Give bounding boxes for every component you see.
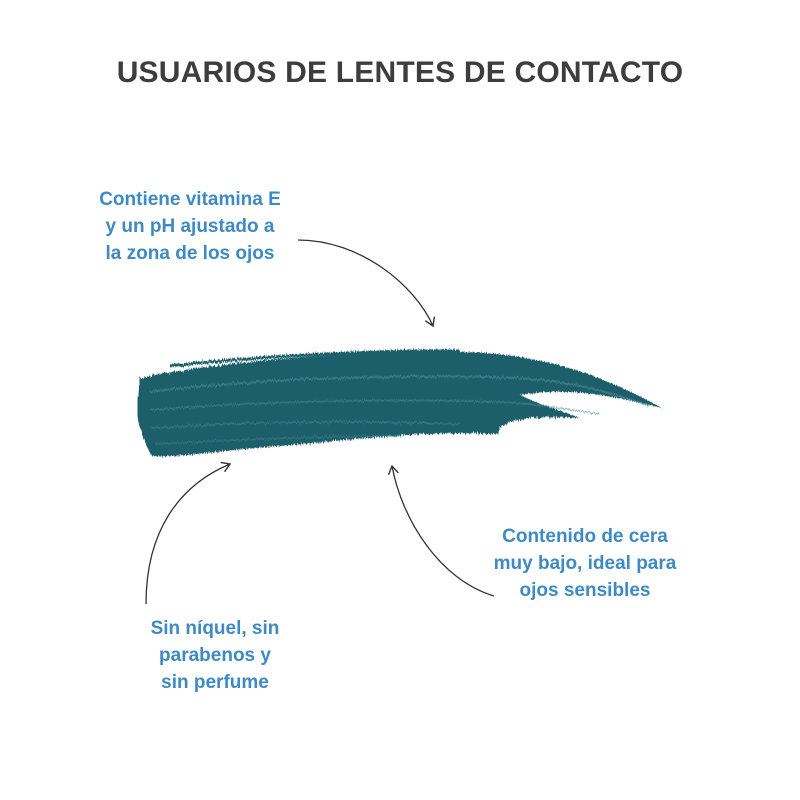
callout-cera: Contenido de cera muy bajo, ideal para o… bbox=[470, 523, 700, 604]
page-title: USUARIOS DE LENTES DE CONTACTO bbox=[116, 56, 684, 89]
callout-line: muy bajo, ideal para bbox=[493, 553, 677, 574]
callout-line: Contenido de cera bbox=[502, 526, 668, 547]
callout-vitamina: Contiene vitamina E y un pH ajustado a l… bbox=[70, 186, 310, 267]
callout-line: Contiene vitamina E bbox=[99, 189, 281, 210]
arrow-niquel bbox=[145, 461, 232, 605]
arrow-cera bbox=[387, 464, 495, 597]
callout-line: y un pH ajustado a bbox=[105, 216, 275, 237]
callout-line: ojos sensibles bbox=[519, 580, 651, 601]
arrow-vitamina bbox=[297, 239, 436, 328]
callout-line: la zona de los ojos bbox=[105, 243, 275, 264]
mascara-swatch bbox=[137, 349, 663, 457]
callout-niquel: Sin níquel, sin parabenos y sin perfume bbox=[120, 615, 310, 696]
callout-line: parabenos y bbox=[159, 645, 271, 666]
callout-line: Sin níquel, sin bbox=[150, 618, 280, 639]
callout-line: sin perfume bbox=[161, 672, 269, 693]
